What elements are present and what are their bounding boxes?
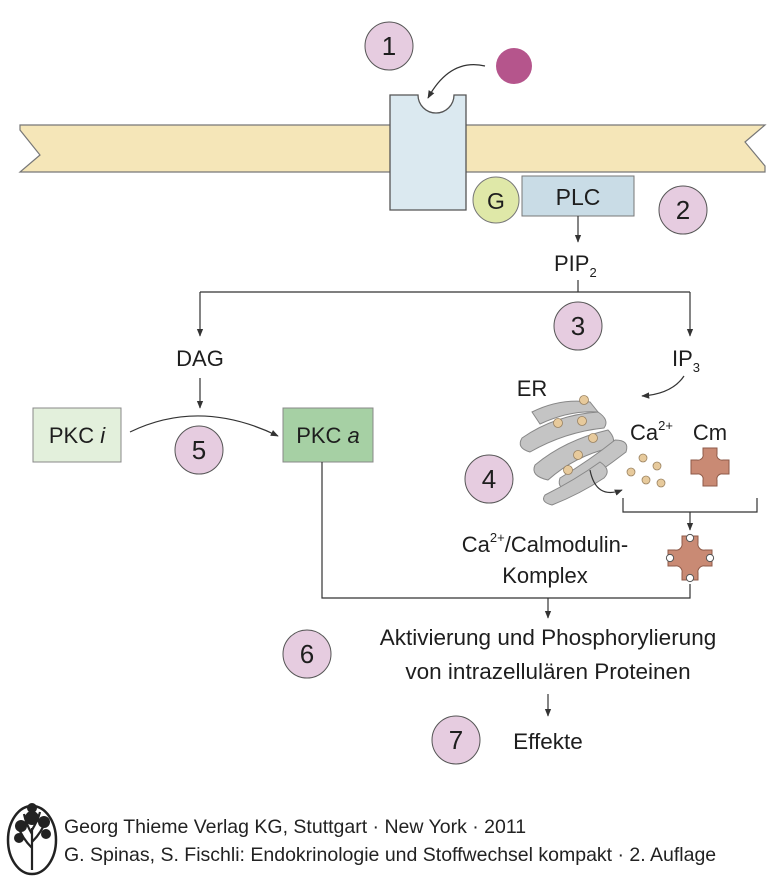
- er-calcium-ion: [588, 433, 598, 443]
- book-citation-line: G. Spinas, S. Fischli: Endokrinologie un…: [64, 844, 717, 866]
- thieme-tree-logo: [6, 803, 58, 876]
- free-calcium-ions: [626, 453, 666, 488]
- step-circle-1: 1: [364, 21, 414, 71]
- step-circle-7: 7: [431, 715, 481, 765]
- step-number: 4: [482, 464, 496, 494]
- step-circle: [658, 185, 708, 235]
- calcium-ion: [652, 461, 662, 471]
- pip2-label: PIP2: [554, 251, 597, 280]
- ip3-label: IP3: [672, 346, 700, 375]
- activation-label-line2: von intrazellulären Proteinen: [405, 659, 690, 684]
- logo-leaf: [14, 833, 24, 843]
- step-circle-3: 3: [553, 301, 603, 351]
- bound-calcium-ion: [685, 533, 695, 543]
- er-calcium-stores: [553, 395, 598, 475]
- step-circle-2: 2: [658, 185, 708, 235]
- step-number: 5: [192, 435, 206, 465]
- complex-bound-calcium: [665, 533, 715, 583]
- g-protein-label: G: [487, 188, 505, 214]
- step-circle: [364, 21, 414, 71]
- step-circle: [553, 301, 603, 351]
- bound-calcium-ion: [705, 553, 715, 563]
- step-circle: [464, 454, 514, 504]
- calcium-ion: [638, 453, 648, 463]
- er-calcium-ion: [579, 395, 589, 405]
- calcium-label: Ca2+: [630, 418, 673, 445]
- ligand: [496, 48, 532, 84]
- calcium-ion: [656, 478, 666, 488]
- complex-label-line2: Komplex: [502, 563, 588, 588]
- pkc-active-box: [282, 407, 374, 463]
- step-number: 2: [676, 195, 690, 225]
- step-number: 1: [382, 31, 396, 61]
- pkc-inactive-box: [32, 407, 122, 463]
- logo-leaf: [25, 811, 39, 825]
- calcium-release-arrow: [589, 469, 623, 496]
- bound-calcium-ion: [665, 553, 675, 563]
- activation-label-line1: Aktivierung und Phosphorylierung: [380, 625, 716, 650]
- calmodulin-shape: [690, 447, 730, 487]
- pkc-activation-arrow: [129, 415, 279, 437]
- pkc-inactive-label: PKC i: [49, 423, 106, 448]
- effects-label: Effekte: [513, 729, 583, 754]
- bound-calcium-ion: [685, 573, 695, 583]
- ligand-binding-arrow: [427, 64, 486, 99]
- step-circle-6: 6: [282, 629, 332, 679]
- er-calcium-ion: [577, 416, 587, 426]
- step-number: 3: [571, 311, 585, 341]
- er-calcium-ion: [573, 450, 583, 460]
- er-cisterna: [543, 461, 608, 506]
- step-circle-5: 5: [174, 425, 224, 475]
- calcium-calmodulin-bracket: [622, 498, 758, 513]
- step-circle: [174, 425, 224, 475]
- step-number: 6: [300, 639, 314, 669]
- er-calcium-ion: [563, 465, 573, 475]
- er-label: ER: [517, 376, 548, 401]
- logo-leaf: [27, 803, 37, 813]
- complex-label-line1: Ca2+/Calmodulin-: [462, 530, 628, 557]
- ca-calmodulin-complex-shape: [667, 535, 713, 581]
- publisher-line: Georg Thieme Verlag KG, Stuttgart · New …: [64, 816, 527, 838]
- calcium-ion: [641, 475, 651, 485]
- calcium-ion: [626, 467, 636, 477]
- pkc-active-label: PKC a: [296, 423, 360, 448]
- logo-leaf: [38, 816, 50, 828]
- plc-label: PLC: [556, 184, 601, 210]
- ip3-to-er-arrow: [641, 375, 685, 399]
- step-circle-4: 4: [464, 454, 514, 504]
- plc-box: [521, 175, 635, 217]
- pkc-to-target-line: [321, 462, 691, 599]
- logo-leaf: [15, 820, 27, 832]
- step-circle: [282, 629, 332, 679]
- receptor: [389, 94, 467, 211]
- step-number: 7: [449, 725, 463, 755]
- step-circle: [431, 715, 481, 765]
- calmodulin-label: Cm: [693, 420, 727, 445]
- er-calcium-ion: [553, 418, 563, 428]
- dag-label: DAG: [176, 346, 224, 371]
- logo-leaf: [41, 829, 51, 839]
- g-protein: [472, 176, 520, 224]
